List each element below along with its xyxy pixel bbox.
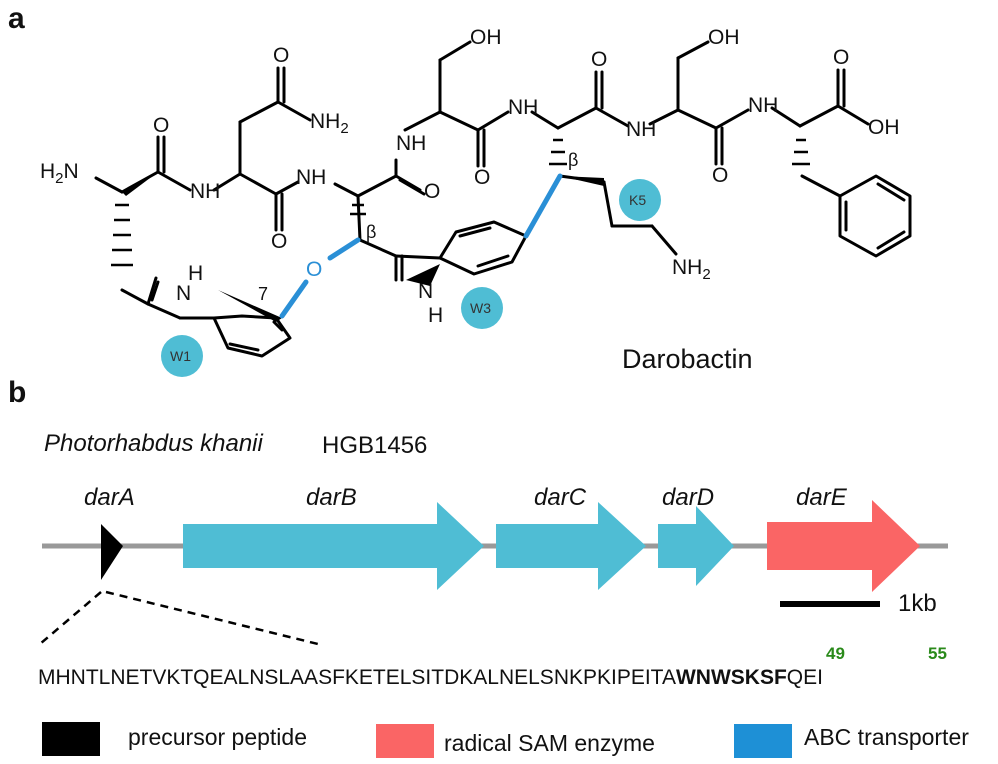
atom-o: O — [474, 166, 491, 189]
legend-swatch-abc — [734, 724, 792, 758]
beta-label-1: β — [366, 222, 377, 242]
residue-number-55: 55 — [928, 644, 947, 663]
gene-label-darC: darC — [534, 484, 587, 511]
legend-swatch-radical-sam — [376, 724, 434, 758]
gene-label-darE: darE — [796, 484, 847, 511]
legend-label-precursor: precursor peptide — [128, 724, 307, 750]
position-7-label: 7 — [258, 284, 269, 304]
sequence-suffix: QEI — [786, 666, 823, 689]
atom-o: O — [424, 180, 441, 203]
sequence-core: WNWSKSF — [675, 666, 787, 689]
atom-indole-h-1: H — [188, 262, 204, 285]
atom-oh-2: OH — [708, 26, 740, 49]
atom-nh-4: NH — [508, 96, 539, 119]
atom-nh-2: NH — [296, 166, 327, 189]
sequence-prefix: MHNTLNETVKTQEALNSLAASFKETELSITDKALNELSNK… — [38, 666, 676, 689]
atom-o: O — [712, 164, 729, 187]
strain-name: HGB1456 — [322, 432, 428, 459]
atom-n: N — [176, 282, 192, 305]
gene-darC-arrow — [496, 502, 646, 590]
badge-k5-label: K5 — [629, 192, 647, 208]
precursor-sequence: MHNTLNETVKTQEALNSLAASFKETELSITDKALNELSNK… — [38, 666, 823, 690]
badge-w1 — [161, 335, 203, 377]
atom-o: O — [271, 230, 288, 253]
zoom-line-right — [105, 590, 319, 646]
atom-nh-3: NH — [396, 132, 427, 155]
panel-b-label: b — [8, 376, 27, 409]
atom-nh-6: NH — [748, 94, 779, 117]
gene-darA-arrow — [101, 524, 123, 580]
legend-swatch-precursor — [42, 722, 100, 756]
legend-label-abc: ABC transporter — [804, 724, 969, 750]
gene-label-darD: darD — [662, 484, 715, 511]
panel-a-label: a — [8, 2, 25, 35]
gene-label-darA: darA — [84, 484, 135, 511]
badge-w3-label: W3 — [470, 300, 491, 316]
atom-n: N — [418, 280, 434, 303]
atom-oh-acid: OH — [868, 116, 900, 139]
atom-oh-1: OH — [470, 26, 502, 49]
atom-indole-h-2: H — [428, 304, 444, 327]
gene-label-darB: darB — [306, 484, 357, 511]
gene-darE-arrow — [767, 500, 920, 592]
badge-k5 — [619, 179, 661, 221]
atom-h2n: H2N — [40, 160, 79, 188]
gene-darB-arrow — [183, 502, 484, 590]
legend-label-radical-sam: radical SAM enzyme — [444, 730, 655, 756]
scale-bar-label: 1kb — [898, 590, 937, 617]
zoom-line-left — [39, 591, 102, 645]
residue-number-49: 49 — [826, 644, 845, 663]
beta-label-2: β — [568, 150, 579, 170]
atom-o: O — [591, 48, 608, 71]
compound-name: Darobactin — [622, 344, 753, 374]
atom-nh-5: NH — [626, 118, 657, 141]
atom-o-ether: O — [306, 258, 323, 281]
organism-name: Photorhabdus khanii — [44, 430, 263, 457]
atom-nh2-lys: NH2 — [672, 256, 711, 284]
atom-nh2-amide: NH2 — [310, 110, 349, 138]
gene-darD-arrow — [658, 506, 734, 586]
atom-o: O — [153, 114, 170, 137]
badge-w3 — [461, 287, 503, 329]
badge-w1-label: W1 — [170, 348, 191, 364]
atom-nh-1: NH — [190, 180, 221, 203]
atom-o: O — [833, 46, 850, 69]
atom-o: O — [273, 44, 290, 67]
